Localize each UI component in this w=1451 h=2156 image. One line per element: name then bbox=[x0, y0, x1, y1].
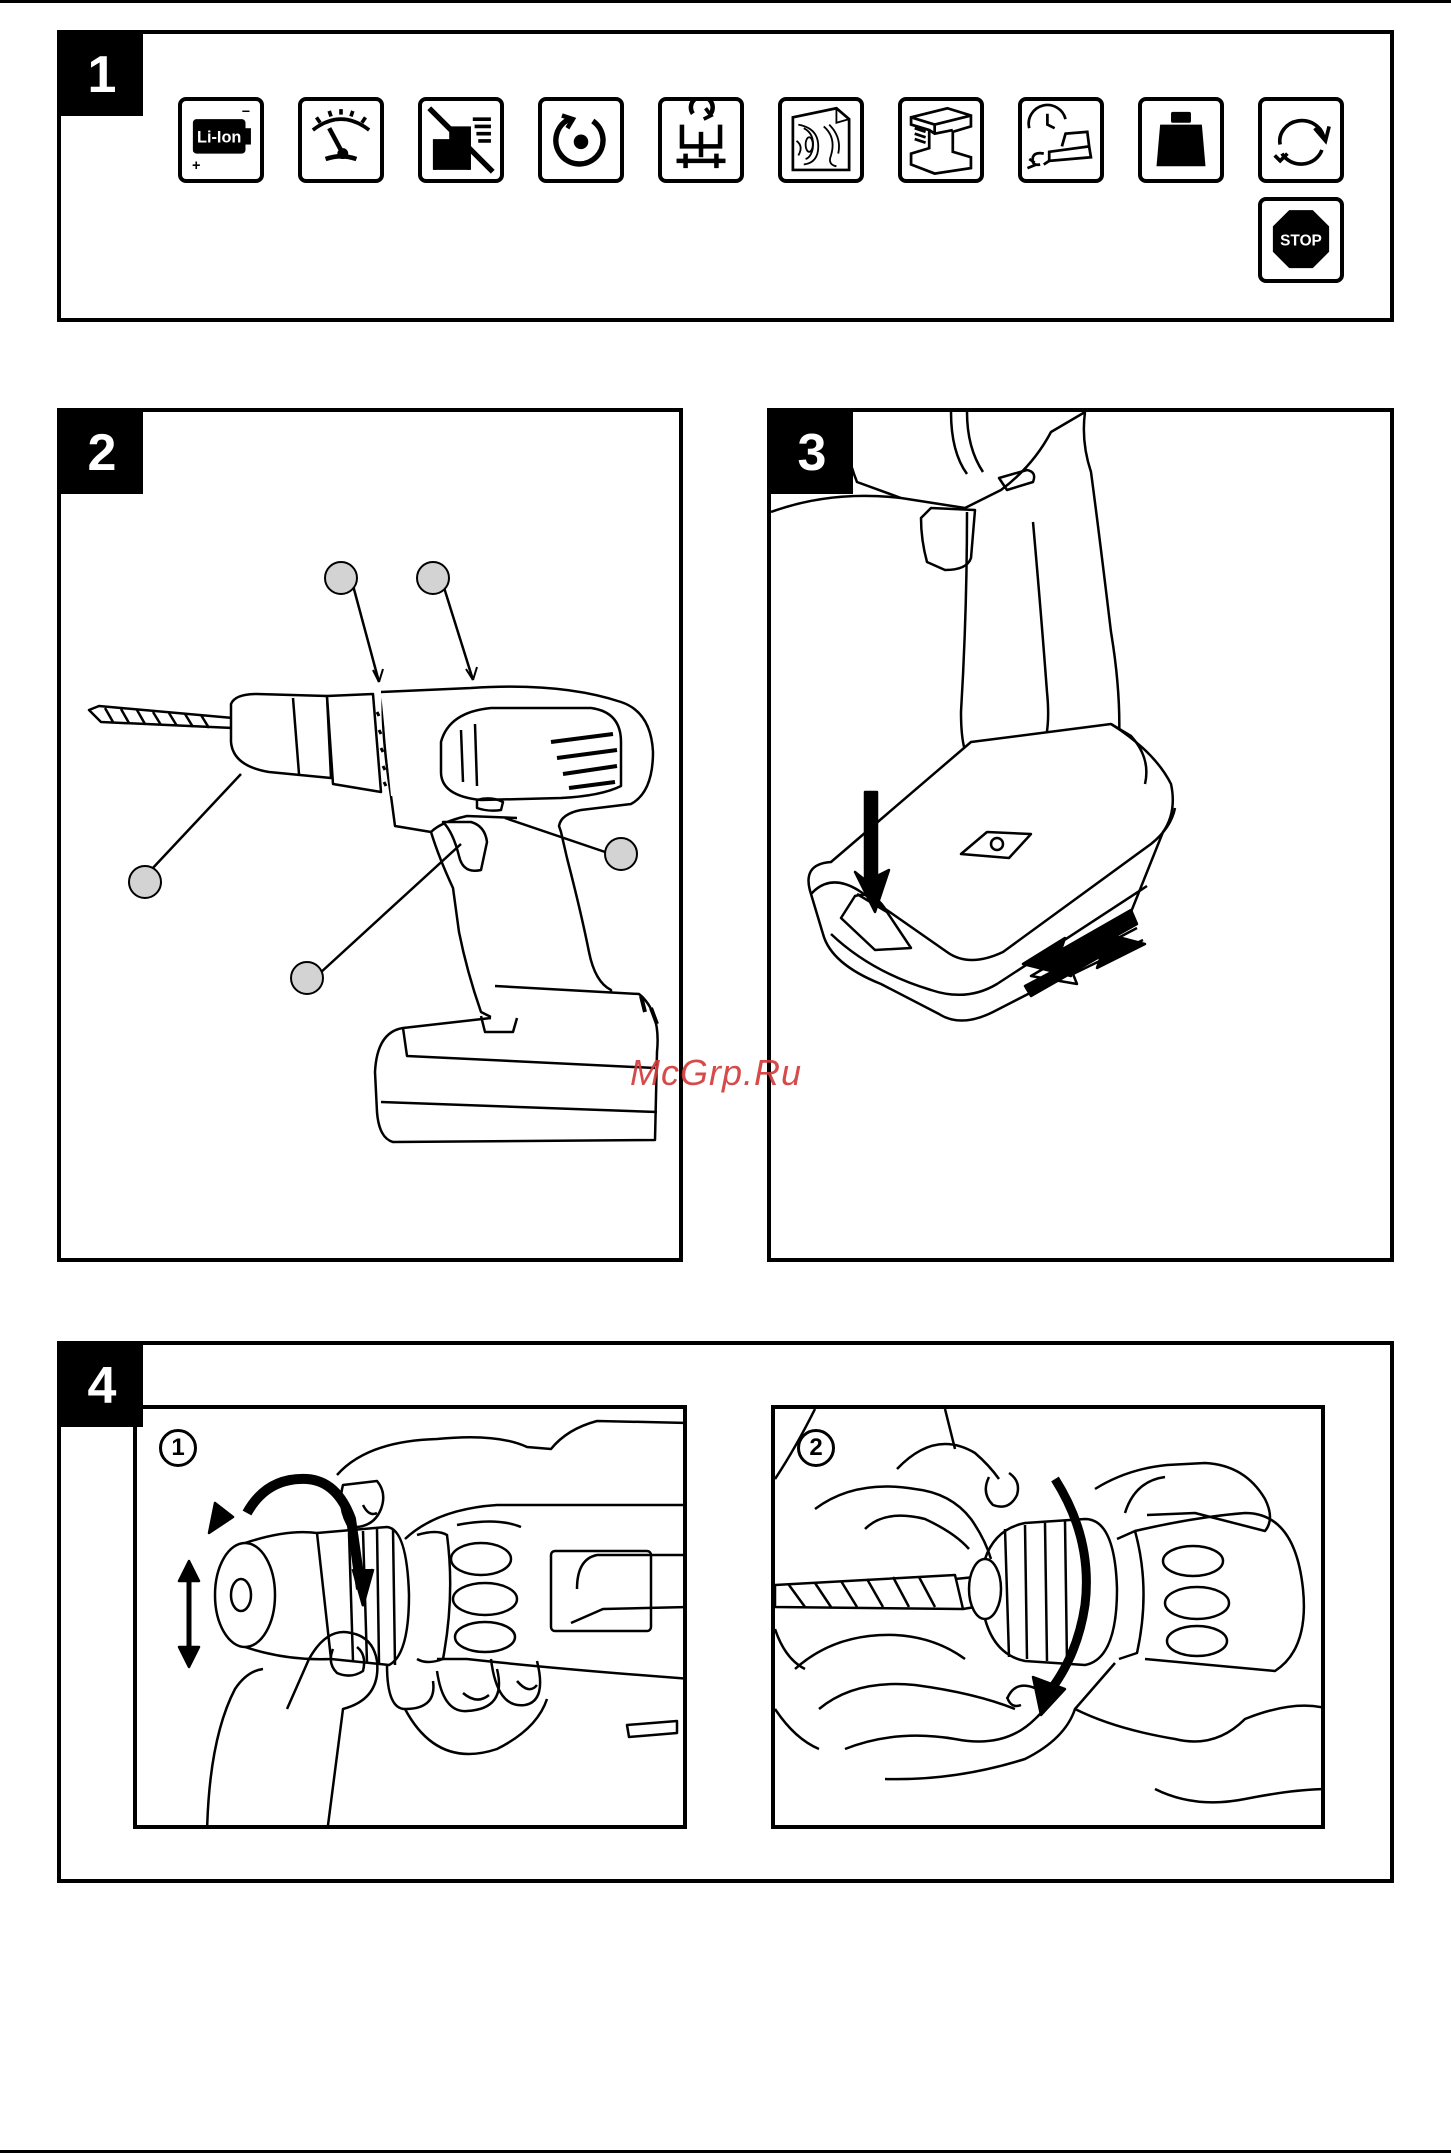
stop-label: STOP bbox=[1280, 232, 1322, 249]
li-ion-battery-icon: Li-Ion + – bbox=[178, 97, 264, 183]
weight-icon bbox=[1138, 97, 1224, 183]
no-wet-conditions-icon bbox=[418, 97, 504, 183]
panel-number: 4 bbox=[61, 1345, 143, 1427]
wood-material-icon bbox=[778, 97, 864, 183]
panel-number: 3 bbox=[771, 412, 853, 494]
stop-sign-icon: STOP bbox=[1258, 197, 1344, 283]
panel-3-battery-insertion: 3 bbox=[767, 408, 1394, 1262]
charging-time-icon bbox=[1018, 97, 1104, 183]
panel-number: 2 bbox=[61, 412, 143, 494]
rotation-direction-icon bbox=[1258, 97, 1344, 183]
top-rule bbox=[0, 0, 1451, 3]
battery-plus: + bbox=[192, 158, 200, 174]
step-2-frame: 2 bbox=[771, 1405, 1325, 1829]
step-1-number: 1 bbox=[159, 1429, 197, 1467]
step-2-number: 2 bbox=[797, 1429, 835, 1467]
battery-label: Li-Ion bbox=[197, 129, 241, 147]
hammer-drill-icon bbox=[658, 97, 744, 183]
panel-4-chuck-operation: 4 1 bbox=[57, 1341, 1394, 1883]
panel-number: 1 bbox=[61, 34, 143, 116]
metal-beam-icon bbox=[898, 97, 984, 183]
step-1-frame: 1 bbox=[133, 1405, 687, 1829]
bottom-rule bbox=[0, 2150, 1451, 2153]
battery-minus: – bbox=[242, 104, 250, 120]
panel-1-symbols: 1 Li-Ion + – bbox=[57, 30, 1394, 322]
watermark: McGrp.Ru bbox=[630, 1052, 802, 1094]
rotation-drill-icon bbox=[538, 97, 624, 183]
panel-2-drill-overview: 2 bbox=[57, 408, 683, 1262]
gauge-icon bbox=[298, 97, 384, 183]
